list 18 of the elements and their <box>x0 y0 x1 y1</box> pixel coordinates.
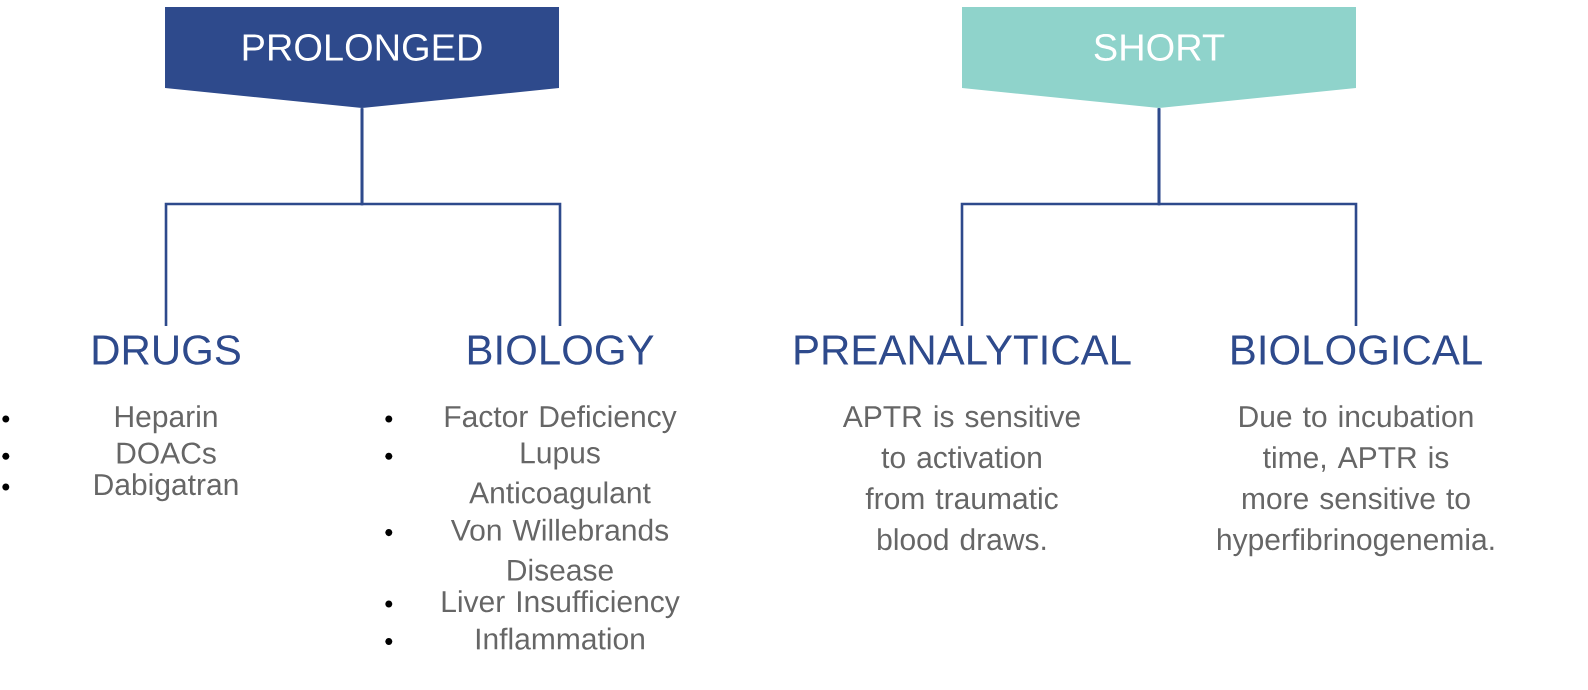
bullet-item: Liver Insufficiency <box>385 590 680 619</box>
category-heading: BIOLOGY <box>468 335 654 365</box>
bullet-item: Von Willebrands Disease <box>385 518 669 581</box>
bullet-item: Heparin <box>2 405 217 434</box>
bullet-item: DOACs <box>2 442 216 464</box>
connector-line <box>360 108 562 326</box>
category-heading: BIOLOGICAL <box>1232 335 1482 365</box>
description-text: APTR is sensitive to activation from traumatic blood draws. <box>842 405 1080 551</box>
banner: PROLONGED <box>165 7 559 108</box>
bullet-item: Inflammation <box>385 627 644 650</box>
category-heading: PREANALYTICAL <box>795 335 1131 365</box>
bullet-item: Factor Deficiency <box>385 405 677 434</box>
banner: SHORT <box>962 7 1356 108</box>
bullet-item: Dabigatran <box>2 473 238 502</box>
bullet-item: Lupus Anticoagulant <box>385 442 651 510</box>
connector-line <box>1157 108 1358 326</box>
description-text: Due to incubation time, APTR is more sensitive to hyperfibrinogenemia. <box>1218 405 1494 557</box>
category-heading: DRUGS <box>93 335 240 365</box>
